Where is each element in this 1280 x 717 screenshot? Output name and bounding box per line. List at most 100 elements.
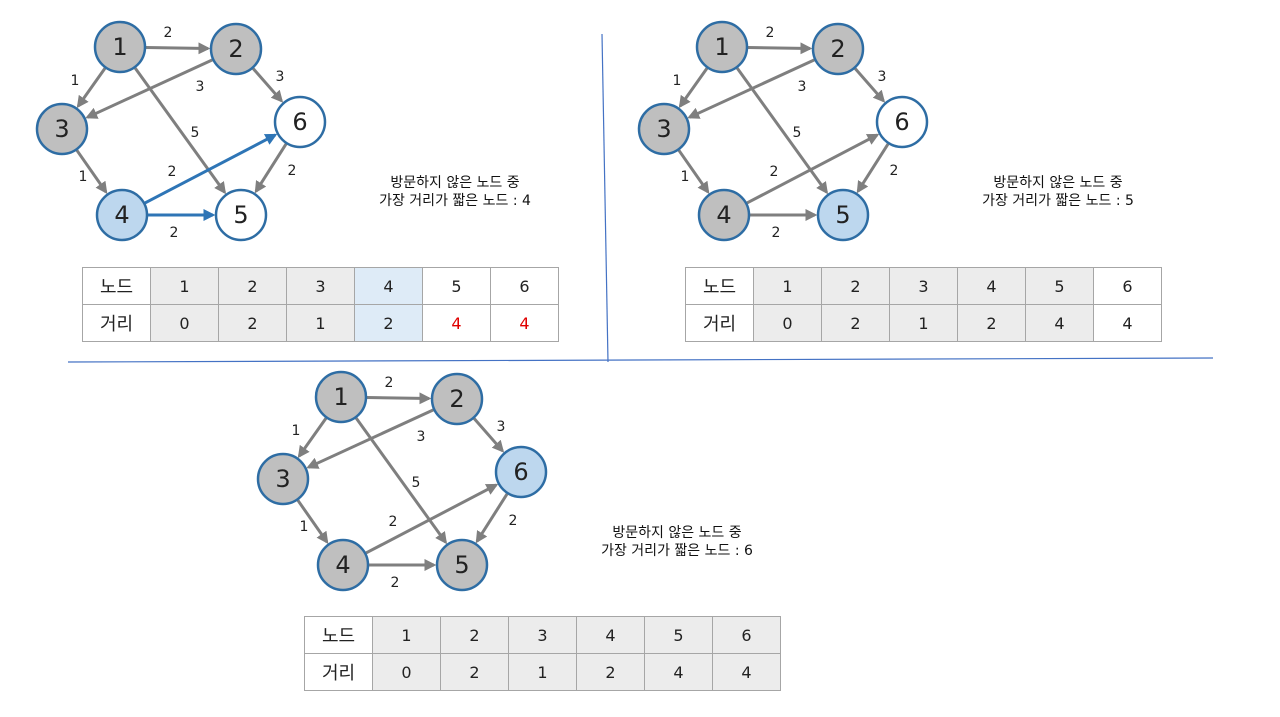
node-1: 1: [314, 370, 368, 424]
node-cell-3: 3: [889, 267, 958, 305]
distance-cell-4: 2: [576, 653, 645, 691]
panel-3-caption: 방문하지 않은 노드 중 가장 거리가 짧은 노드 : 6: [562, 524, 792, 560]
node-1: 1: [93, 20, 147, 74]
edge-1-5: [735, 67, 829, 195]
edge-2-3: [306, 408, 435, 469]
edge-weight-3-4: 1: [681, 169, 690, 185]
edge-weight-2-3: 3: [196, 79, 205, 95]
node-5-circle: [214, 188, 268, 242]
node-4-label: 4: [335, 551, 350, 579]
node-cell-1: 1: [372, 616, 441, 654]
distance-cell-5: 4: [644, 653, 713, 691]
edge-weight-2-6: 3: [497, 419, 506, 435]
edge-weight-4-5: 2: [170, 225, 179, 241]
node-5-label: 5: [233, 201, 248, 229]
edge-3-4: [75, 149, 108, 195]
node-4: 4: [316, 538, 370, 592]
node-cell-4: 4: [354, 267, 423, 305]
node-2-circle: [811, 22, 865, 76]
row-header-node: 노드: [82, 267, 151, 305]
caption-line2: 가장 거리가 짧은 노드 : 6: [601, 543, 753, 559]
node-1-label: 1: [112, 33, 127, 61]
node-5: 5: [214, 188, 268, 242]
node-cell-6: 6: [1093, 267, 1162, 305]
node-4: 4: [697, 188, 751, 242]
row-header-distance: 거리: [685, 304, 754, 342]
node-2-label: 2: [449, 385, 464, 413]
node-cell-5: 5: [644, 616, 713, 654]
node-2-label: 2: [830, 35, 845, 63]
distance-cell-4: 2: [354, 304, 423, 342]
edge-weight-3-4: 1: [300, 519, 309, 535]
caption-line1: 방문하지 않은 노드 중: [390, 175, 520, 191]
node-cell-2: 2: [440, 616, 509, 654]
node-cell-6: 6: [490, 267, 559, 305]
edge-weight-2-3: 3: [417, 429, 426, 445]
node-6-label: 6: [292, 108, 307, 136]
node-6-label: 6: [513, 458, 528, 486]
edge-weight-6-5: 2: [890, 163, 899, 179]
caption-line1: 방문하지 않은 노드 중: [993, 175, 1123, 191]
node-3-label: 3: [275, 465, 290, 493]
edge-weight-3-4: 1: [79, 169, 88, 185]
node-6-label: 6: [894, 108, 909, 136]
edge-weight-1-3: 1: [673, 73, 682, 89]
distance-cell-1: 0: [150, 304, 219, 342]
caption-line1: 방문하지 않은 노드 중: [612, 525, 742, 541]
distance-cell-3: 1: [508, 653, 577, 691]
edge-weight-4-5: 2: [391, 575, 400, 591]
node-4-circle: [697, 188, 751, 242]
row-header-node: 노드: [685, 267, 754, 305]
node-6: 6: [875, 95, 929, 149]
node-2-label: 2: [228, 35, 243, 63]
distance-cell-3: 1: [889, 304, 958, 342]
edge-weight-1-2: 2: [766, 25, 775, 41]
edge-2-3: [687, 58, 816, 119]
edge-weight-1-5: 5: [412, 475, 421, 491]
edge-4-6: [144, 133, 278, 205]
divider-vertical: [601, 33, 609, 363]
node-cell-3: 3: [508, 616, 577, 654]
edge-weight-4-6: 2: [168, 164, 177, 180]
node-cell-6: 6: [712, 616, 781, 654]
node-4-label: 4: [716, 201, 731, 229]
node-6-circle: [273, 95, 327, 149]
edge-weight-2-6: 3: [276, 69, 285, 85]
distance-cell-2: 2: [218, 304, 287, 342]
edge-weight-4-5: 2: [772, 225, 781, 241]
edge-weight-4-6: 2: [770, 164, 779, 180]
node-5-label: 5: [835, 201, 850, 229]
node-6: 6: [494, 445, 548, 499]
distance-cell-2: 2: [821, 304, 890, 342]
node-2: 2: [811, 22, 865, 76]
distance-cell-6: 4: [1093, 304, 1162, 342]
caption-line2: 가장 거리가 짧은 노드 : 4: [379, 193, 531, 209]
distance-cell-5: 4: [1025, 304, 1094, 342]
distance-cell-6: 4: [712, 653, 781, 691]
edge-1-2: [145, 42, 211, 55]
edge-3-4: [677, 149, 710, 195]
distance-cell-6: 4: [490, 304, 559, 342]
node-1-label: 1: [333, 383, 348, 411]
edge-weight-1-3: 1: [292, 423, 301, 439]
node-cell-1: 1: [753, 267, 822, 305]
node-6: 6: [273, 95, 327, 149]
node-2: 2: [209, 22, 263, 76]
edge-1-5: [133, 67, 227, 195]
node-2-circle: [209, 22, 263, 76]
edge-1-3: [678, 67, 709, 109]
node-1-circle: [93, 20, 147, 74]
node-1: 1: [695, 20, 749, 74]
node-cell-5: 5: [1025, 267, 1094, 305]
distance-cell-2: 2: [440, 653, 509, 691]
node-2: 2: [430, 372, 484, 426]
edge-6-5: [254, 143, 288, 194]
edge-2-3: [85, 58, 214, 119]
edge-1-2: [747, 42, 813, 55]
